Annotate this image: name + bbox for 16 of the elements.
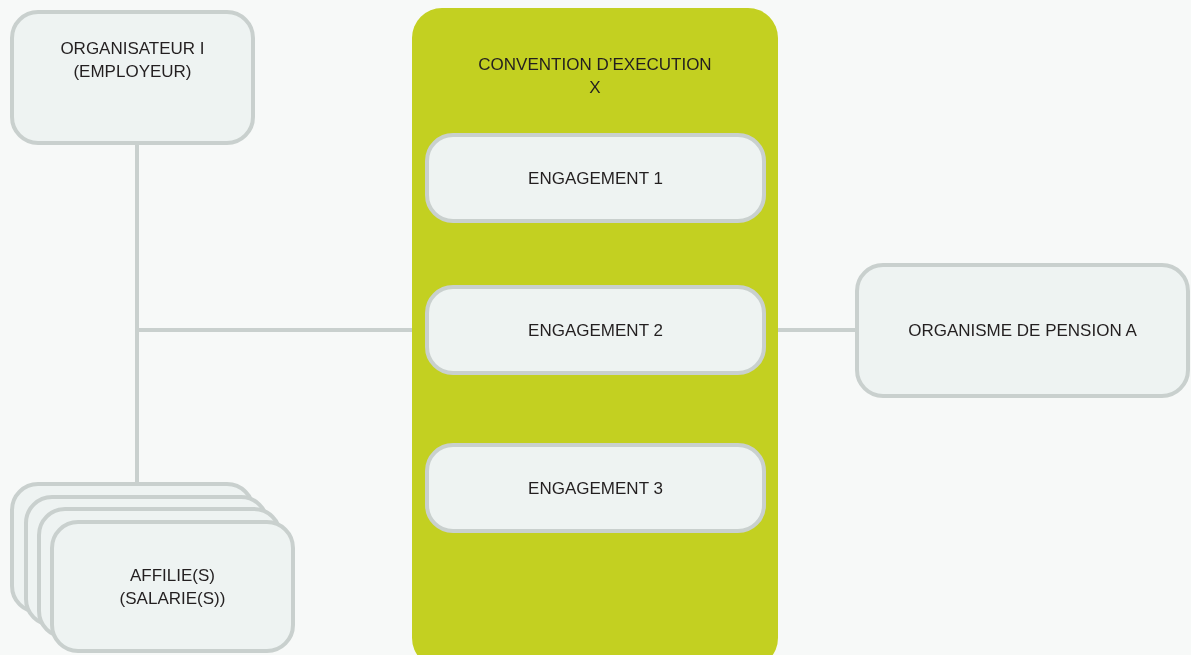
rounded-box <box>425 443 766 533</box>
box-label: ENGAGEMENT 3 <box>528 477 663 500</box>
connector-line <box>135 328 412 482</box>
box-label: ENGAGEMENT 2 <box>528 319 663 342</box>
box-label: AFFILIE(S) (SALARIE(S)) <box>118 564 227 610</box>
rounded-box <box>855 263 1190 398</box>
box-label: ORGANISATEUR I (EMPLOYEUR) <box>59 37 206 83</box>
container-heading: CONVENTION D’EXECUTION X <box>477 54 713 99</box>
stacked-cards <box>10 482 295 653</box>
rounded-box <box>10 10 255 145</box>
rounded-box <box>425 285 766 375</box>
rounded-box <box>425 133 766 223</box>
convention-panel <box>412 8 778 655</box>
box-label: ORGANISME DE PENSION A <box>908 320 1137 342</box>
connector-line <box>778 328 855 332</box>
box-label: ENGAGEMENT 1 <box>528 167 663 190</box>
